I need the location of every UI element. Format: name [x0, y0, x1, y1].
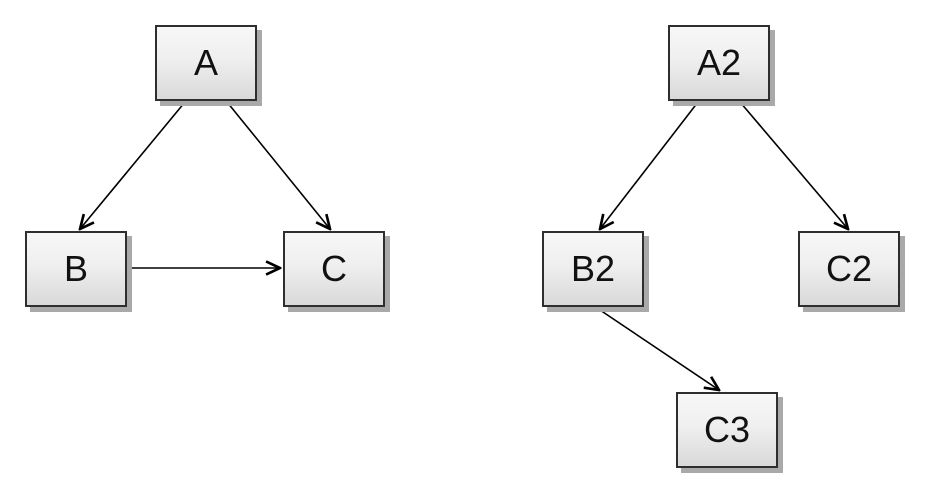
edge-B2-C3[interactable] — [596, 307, 719, 390]
edge-A2-C2[interactable] — [739, 101, 848, 229]
node-label-B: B — [63, 248, 88, 289]
node-C[interactable]: C — [283, 231, 385, 307]
edge-A-C[interactable] — [226, 101, 330, 229]
node-label-C2: C2 — [825, 248, 873, 289]
node-A[interactable]: A — [155, 25, 257, 101]
node-A2[interactable]: A2 — [668, 25, 770, 101]
node-C2[interactable]: C2 — [798, 231, 900, 307]
node-B[interactable]: B — [25, 231, 127, 307]
node-label-C: C — [321, 248, 347, 289]
node-label-A2: A2 — [696, 42, 742, 83]
node-label-B2: B2 — [570, 248, 616, 289]
node-label-A: A — [193, 42, 218, 83]
node-C3[interactable]: C3 — [676, 392, 778, 468]
edge-A-B[interactable] — [80, 101, 186, 229]
edge-A2-B2[interactable] — [600, 101, 699, 229]
node-B2[interactable]: B2 — [542, 231, 644, 307]
node-label-C3: C3 — [703, 409, 751, 450]
